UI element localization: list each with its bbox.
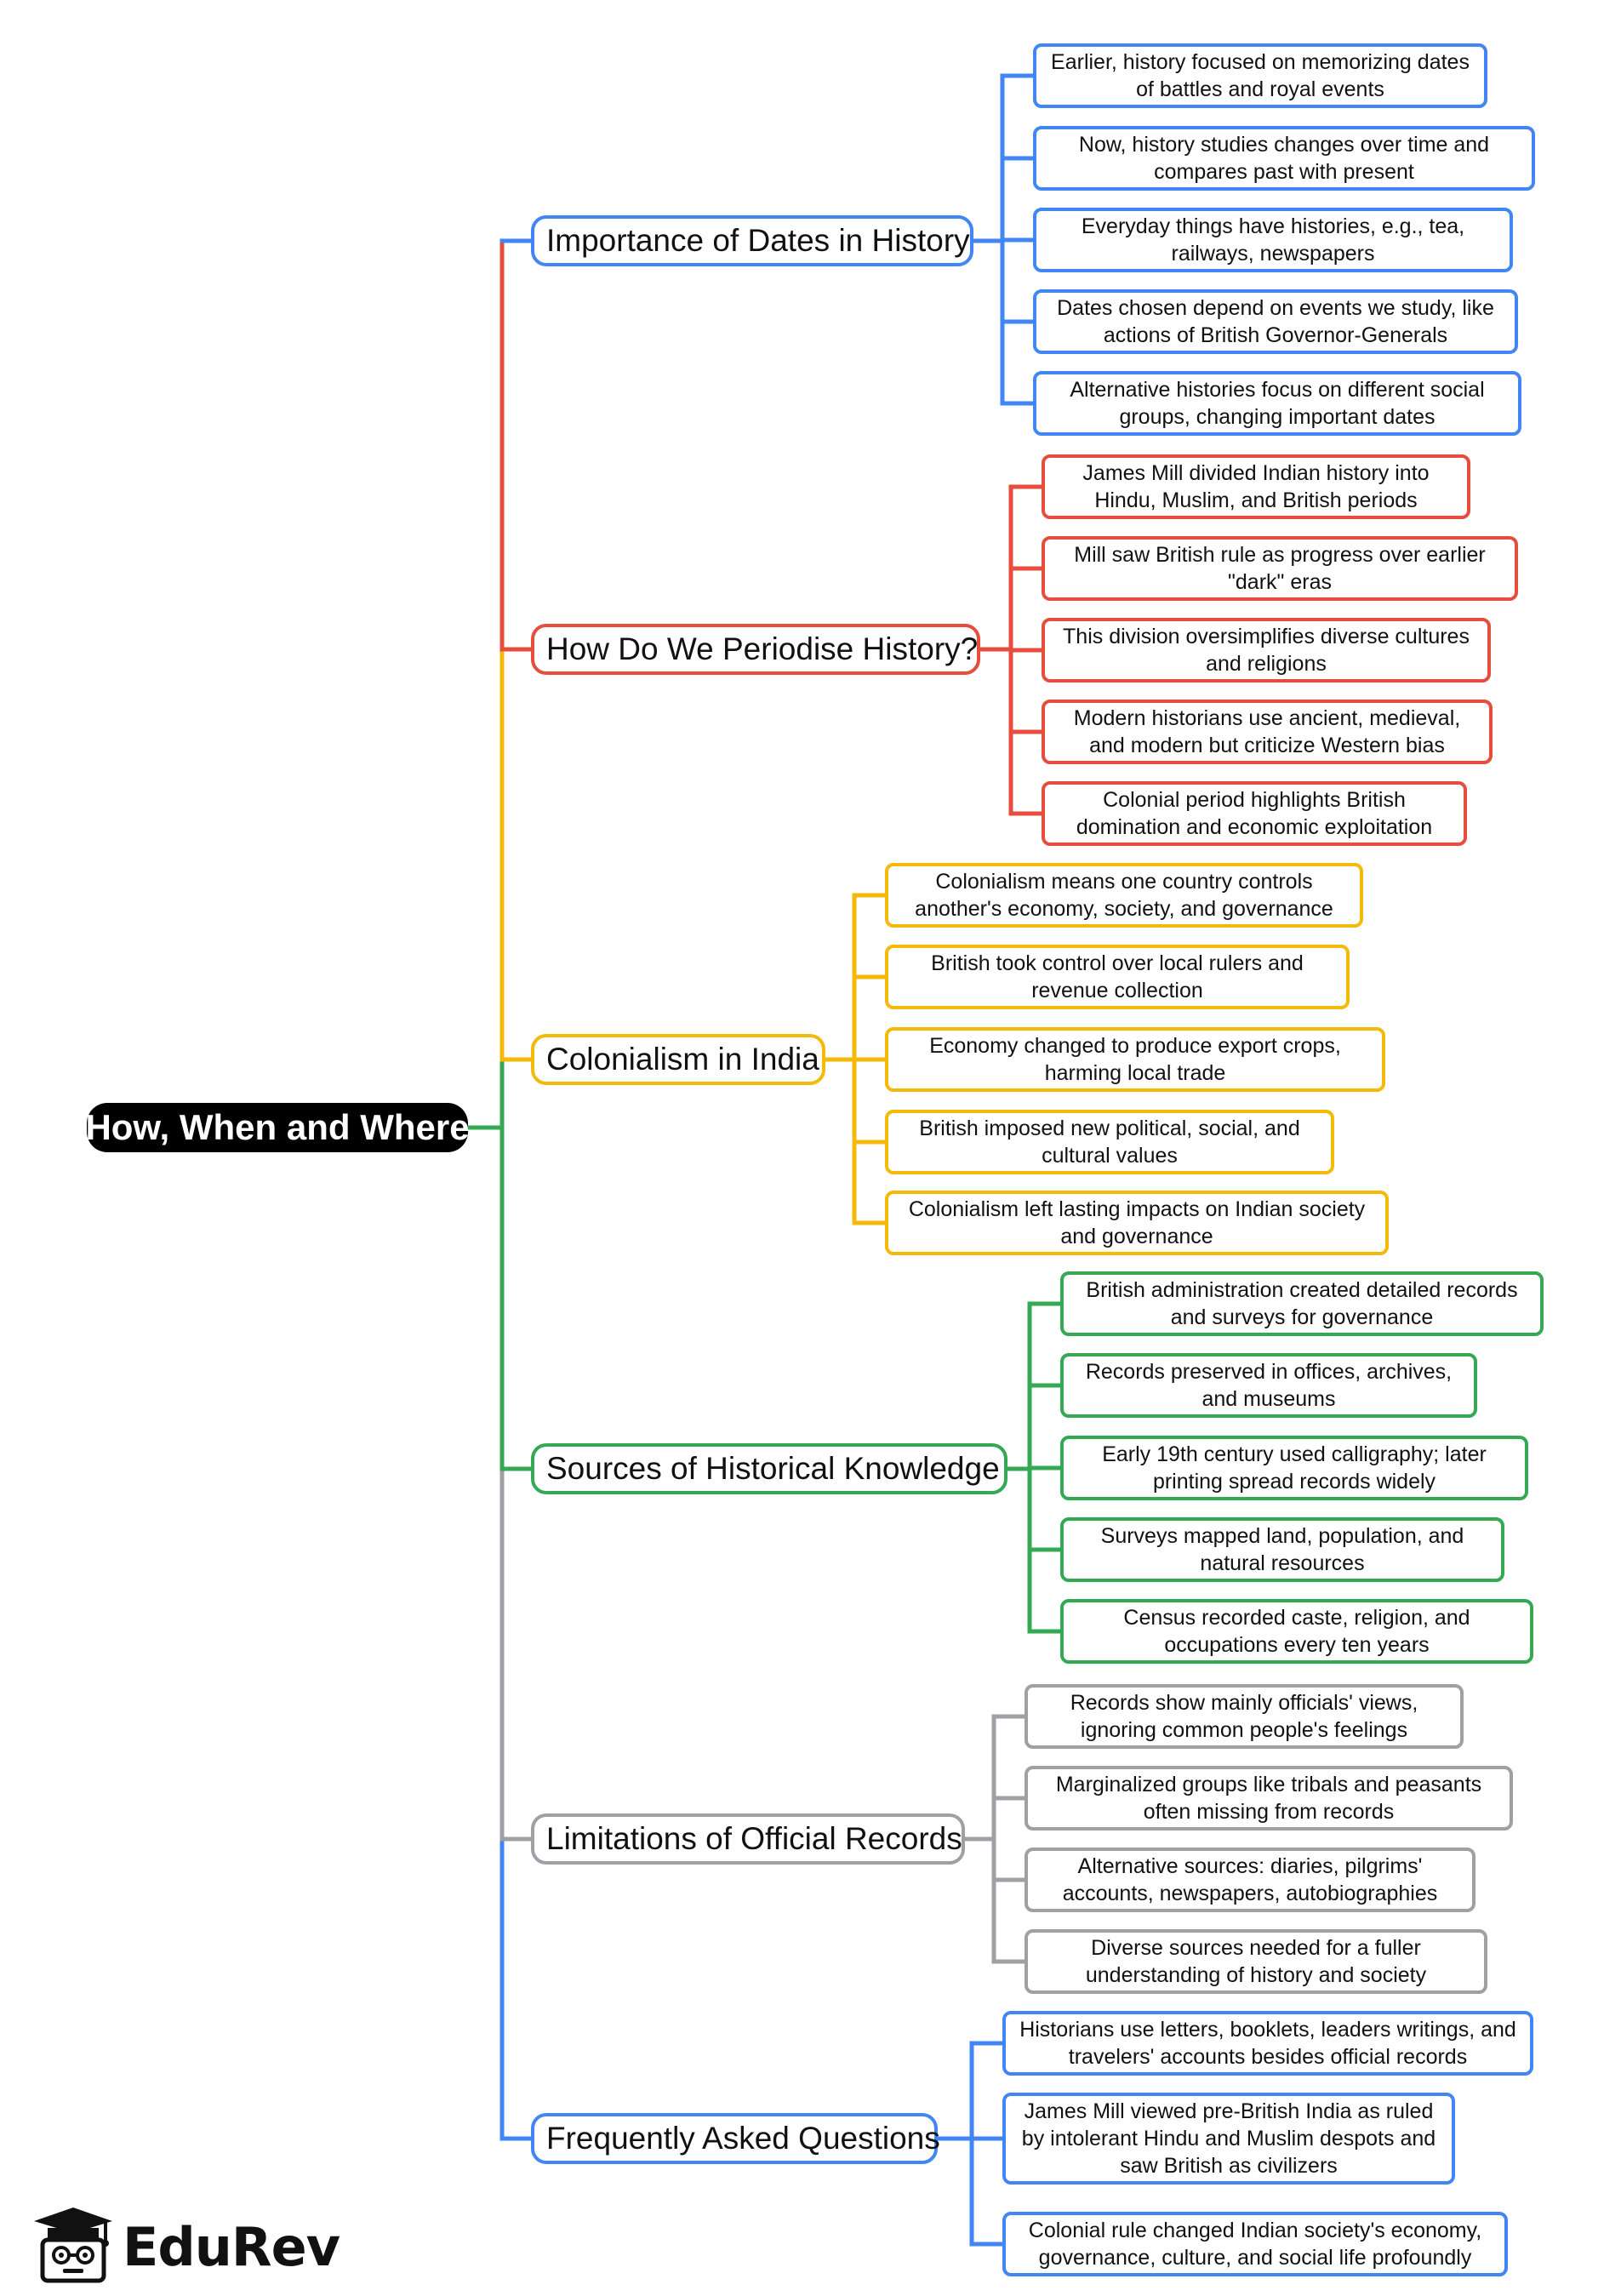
branch-node: Importance of Dates in History [531,215,973,266]
leaf-node: Modern historians use ancient, medieval,… [1042,700,1493,764]
leaf-node: Alternative histories focus on different… [1033,371,1521,436]
leaf-node: Everyday things have histories, e.g., te… [1033,208,1513,272]
leaf-node: Colonial period highlights British domin… [1042,781,1467,846]
leaf-node: James Mill divided Indian history into H… [1042,454,1470,519]
leaf-node: Mill saw British rule as progress over e… [1042,536,1518,601]
leaf-node: Surveys mapped land, population, and nat… [1060,1517,1504,1582]
leaf-node: British took control over local rulers a… [885,945,1350,1009]
leaf-node: Diverse sources needed for a fuller unde… [1025,1929,1487,1994]
logo-text: EduRev [123,2216,340,2278]
leaf-node: Colonialism means one country controls a… [885,863,1363,928]
leaf-node: Historians use letters, booklets, leader… [1002,2011,1533,2076]
leaf-node: Census recorded caste, religion, and occ… [1060,1599,1533,1664]
branch-node: Limitations of Official Records [531,1813,965,1865]
branch-node: Sources of Historical Knowledge [531,1443,1007,1494]
graduation-cap-icon [34,2207,112,2283]
leaf-node: Colonial rule changed Indian society's e… [1002,2212,1508,2276]
leaf-node: British administration created detailed … [1060,1271,1544,1336]
edurev-logo: EduRev [31,2202,371,2284]
leaf-node: Now, history studies changes over time a… [1033,126,1535,191]
leaf-node: Dates chosen depend on events we study, … [1033,289,1518,354]
branch-node: Frequently Asked Questions [531,2113,940,2164]
leaf-node: Earlier, history focused on memorizing d… [1033,43,1487,108]
leaf-node: Marginalized groups like tribals and pea… [1025,1766,1513,1831]
leaf-node: Economy changed to produce export crops,… [885,1027,1385,1092]
leaf-node: Early 19th century used calligraphy; lat… [1060,1436,1528,1500]
root-node: How, When and Where [85,1103,470,1152]
branch-node: Colonialism in India [531,1034,825,1085]
leaf-node: James Mill viewed pre-British India as r… [1002,2093,1455,2185]
leaf-node: Colonialism left lasting impacts on Indi… [885,1191,1389,1255]
leaf-node: This division oversimplifies diverse cul… [1042,618,1491,683]
branch-node: How Do We Periodise History? [531,624,980,675]
leaf-node: Records show mainly officials' views, ig… [1025,1684,1464,1749]
leaf-node: British imposed new political, social, a… [885,1110,1334,1174]
leaf-node: Alternative sources: diaries, pilgrims' … [1025,1848,1475,1912]
leaf-node: Records preserved in offices, archives, … [1060,1353,1477,1418]
